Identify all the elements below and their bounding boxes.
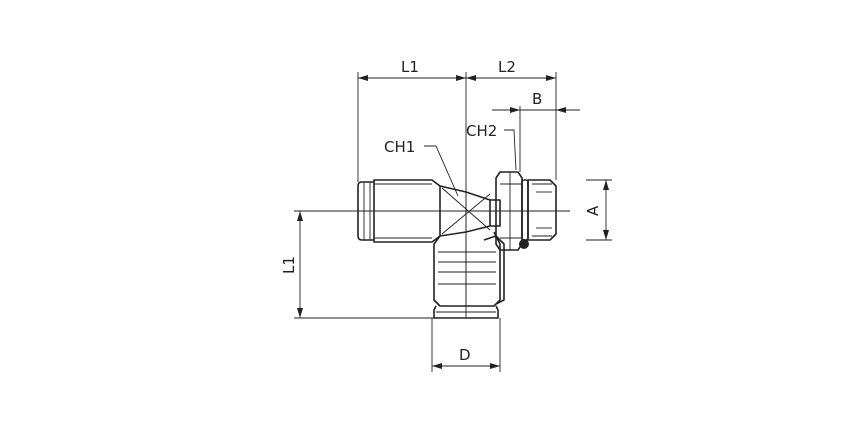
label-ch2: CH2 [466, 122, 497, 140]
fitting-body [357, 171, 557, 319]
dimension-l1-top [358, 75, 466, 81]
label-l2-top: L2 [498, 58, 516, 76]
extension-lines [294, 72, 612, 372]
label-l1-top: L1 [401, 58, 419, 76]
label-b: B [532, 90, 542, 108]
label-l1-left: L1 [280, 256, 298, 274]
dimension-l1-left [297, 211, 303, 318]
label-a: A [584, 205, 602, 216]
label-d: D [459, 346, 471, 364]
leader-ch1 [424, 145, 459, 197]
label-ch1: CH1 [384, 138, 415, 156]
dimension-l2-top [466, 75, 556, 81]
dimension-d [432, 363, 500, 369]
dimension-b [492, 107, 580, 113]
leader-ch2 [504, 129, 517, 171]
dimension-a [603, 180, 609, 240]
